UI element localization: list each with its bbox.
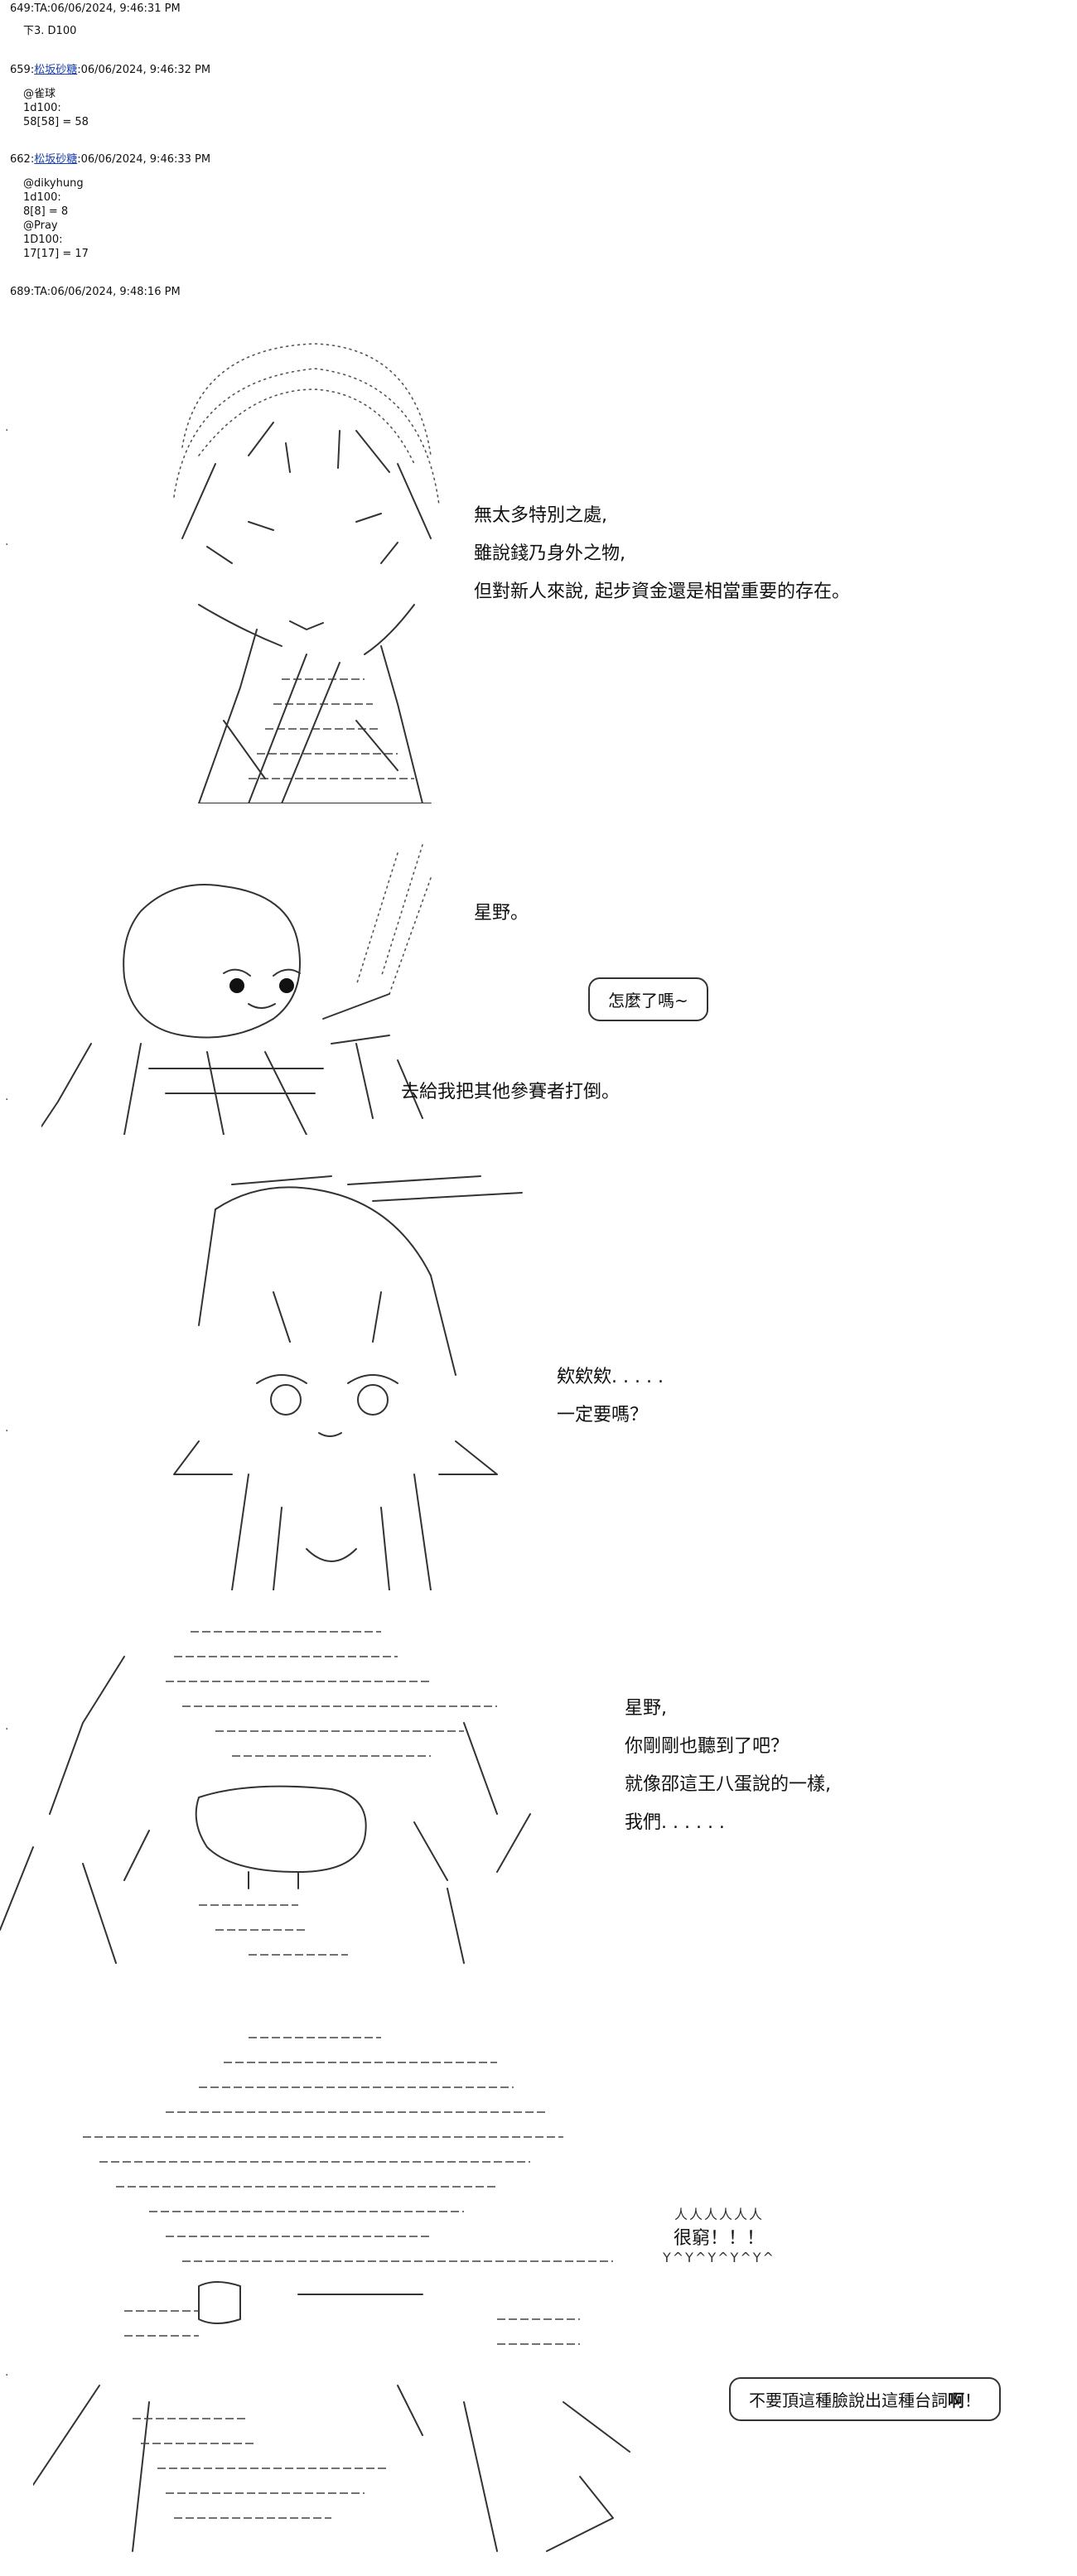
author-link[interactable]: 松坂砂糖 [34, 64, 78, 76]
post-body: 下3. D100 [23, 25, 77, 37]
dialogue-scene-2-line2: 去給我把其他參賽者打倒。 [401, 1082, 621, 1102]
author-link[interactable]: 松坂砂糖 [34, 153, 78, 166]
dialogue-line: 就像邵這王八蛋說的一樣, [625, 1774, 831, 1795]
dialogue-line: 無太多特別之處, [474, 505, 607, 526]
dialogue-line: 雖說錢乃身外之物, [474, 543, 625, 564]
post-662: 662:松坂砂糖:06/06/2024, 9:46:33 PM @dikyhun… [10, 152, 210, 261]
post-header: 659:松坂砂糖:06/06/2024, 9:46:32 PM [10, 64, 211, 76]
margin-dot: · [5, 424, 9, 437]
post-body: @雀球 1d100: 58[58] = 58 [23, 88, 89, 128]
margin-dot: · [5, 2369, 9, 2382]
speech-bubble-scene-2: 怎麼了嗎~ [588, 977, 708, 1021]
shout-scene-5: 人人人人人人 很窮！！！ Y^Y^Y^Y^Y^ [663, 2203, 775, 2265]
post-header: 689:TA:06/06/2024, 9:48:16 PM [10, 286, 181, 298]
post-649: 649:TA:06/06/2024, 9:46:31 PM 下3. D100 [10, 2, 181, 38]
margin-dot: · [5, 1425, 9, 1438]
post-header: 662:松坂砂糖:06/06/2024, 9:46:33 PM [10, 153, 211, 166]
margin-dot: · [5, 1723, 9, 1736]
post-689: 689:TA:06/06/2024, 9:48:16 PM [10, 285, 181, 299]
dialogue-line: 一定要嗎？ [557, 1405, 649, 1425]
character-art-2 [41, 828, 472, 1135]
dialogue-scene-1: 無太多特別之處, 雖說錢乃身外之物, 但對新人來說, 起步資金還是相當重要的存在… [474, 505, 850, 620]
shout-text: 很窮！！！ [673, 2228, 765, 2249]
dialogue-scene-2-line1: 星野。 [474, 903, 529, 924]
dialogue-scene-4: 星野, 你剛剛也聽到了吧？ 就像邵這王八蛋說的一樣, 我們. . . . . . [625, 1698, 831, 1850]
post-659: 659:松坂砂糖:06/06/2024, 9:46:32 PM @雀球 1d10… [10, 63, 210, 129]
character-art-5 [33, 2021, 663, 2568]
dialogue-line: 你剛剛也聽到了吧？ [625, 1736, 790, 1757]
shout-bottom-border: Y^Y^Y^Y^Y^ [663, 2250, 775, 2265]
character-art-3 [166, 1160, 530, 1590]
character-art-4 [0, 1599, 563, 1980]
speech-bubble-scene-5: 不要頂這種臉說出這種台詞啊！ [729, 2377, 1001, 2421]
dialogue-line: 但對新人來說, 起步資金還是相當重要的存在。 [474, 581, 850, 602]
dialogue-line: 我們. . . . . . [625, 1812, 725, 1833]
dialogue-scene-3: 欸欸欸. . . . . 一定要嗎？ [557, 1367, 664, 1443]
margin-dot: · [5, 1093, 9, 1107]
shout-top-border: 人人人人人人 [674, 2207, 764, 2222]
character-art-1 [149, 331, 464, 803]
dialogue-line: 星野, [625, 1698, 667, 1719]
margin-dot: · [5, 538, 9, 552]
post-body: @dikyhung 1d100: 8[8] = 8 @Pray 1D100: 1… [23, 177, 89, 260]
post-header: 649:TA:06/06/2024, 9:46:31 PM [10, 2, 181, 15]
dialogue-line: 欸欸欸. . . . . [557, 1367, 664, 1387]
